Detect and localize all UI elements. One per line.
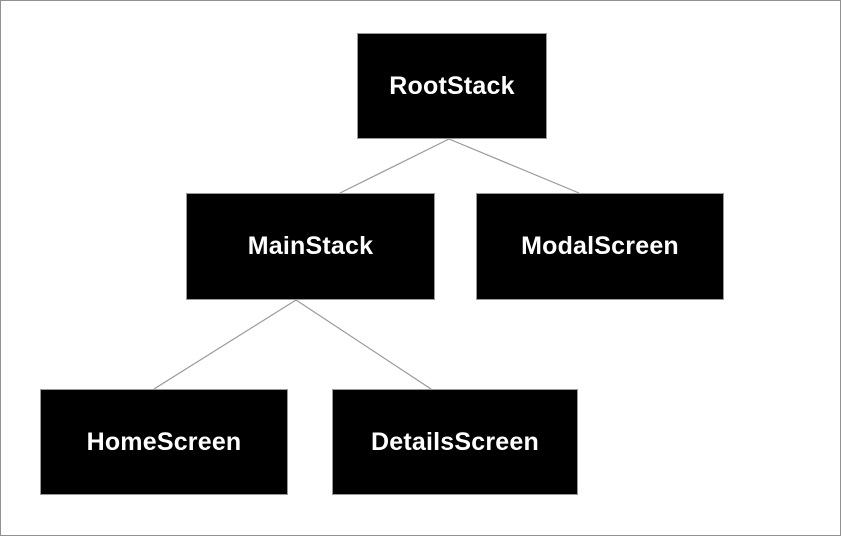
edge-mainstack-homescreen — [153, 299, 297, 390]
edge-rootstack-modalscreen — [448, 138, 580, 194]
node-mainstack-label: MainStack — [247, 232, 374, 260]
node-rootstack-label: RootStack — [389, 71, 515, 100]
node-detailsscreen: DetailsScreen — [332, 389, 578, 495]
node-rootstack: RootStack — [357, 33, 547, 139]
node-modalscreen: ModalScreen — [476, 193, 724, 300]
edge-mainstack-detailsscreen — [295, 299, 432, 390]
edge-rootstack-mainstack — [339, 138, 450, 194]
node-mainstack: MainStack — [186, 193, 435, 300]
node-homescreen-label: HomeScreen — [86, 427, 242, 456]
node-modalscreen-label: ModalScreen — [521, 232, 679, 260]
node-detailsscreen-label: DetailsScreen — [371, 427, 539, 456]
node-homescreen: HomeScreen — [40, 389, 288, 495]
